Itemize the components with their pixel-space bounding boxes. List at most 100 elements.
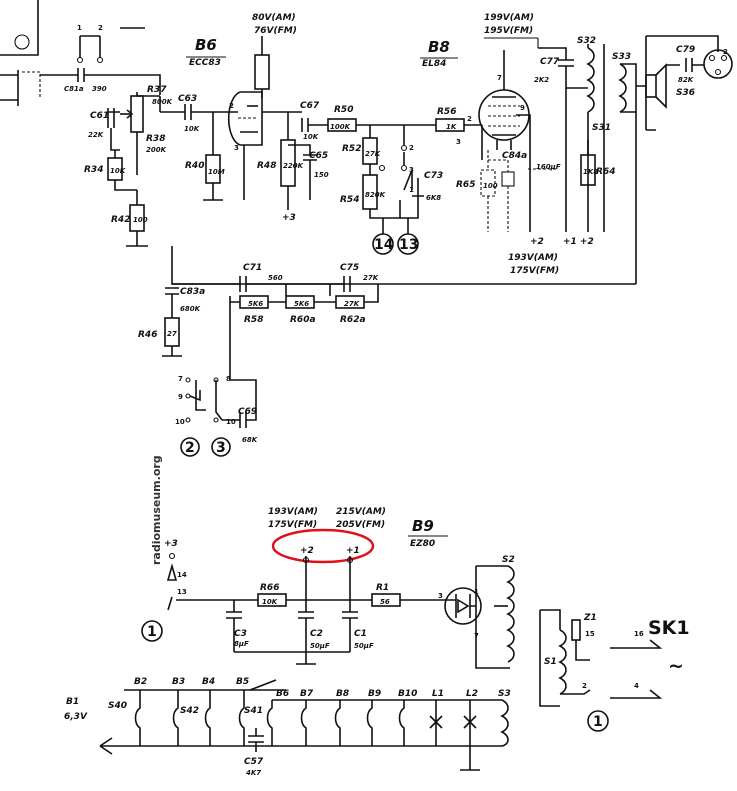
c61-label: C61: [90, 111, 109, 121]
c77-s32: C77 2K2 S32 S31: [534, 36, 611, 232]
r65-label: R65: [456, 180, 475, 190]
pin-10: 10: [175, 418, 185, 426]
r48-label: R48: [257, 161, 276, 171]
r65-value: 100: [483, 182, 498, 190]
r42-value: 100: [133, 216, 148, 224]
r46-value: 27: [167, 330, 177, 338]
r34-value: 10K: [110, 167, 126, 175]
r50-label: R50: [334, 105, 353, 115]
r52-label: R52: [342, 144, 361, 154]
r1-label: R1: [376, 583, 389, 593]
c73-value: 6K8: [426, 194, 441, 202]
s41-label: S41: [244, 706, 263, 716]
c77-value: 2K2: [534, 76, 549, 84]
circled-13: 13: [399, 237, 418, 253]
power-supply: 193V(AM) 175V(FM) 215V(AM) 205V(FM) B9 E…: [141, 507, 515, 669]
node-plus3: +3: [282, 213, 296, 223]
b8-supply-v-am: 193V(AM): [508, 253, 558, 263]
r34-resistor: 10K R34: [84, 150, 137, 191]
circled-refs-top: 14 13: [372, 218, 419, 255]
r37-potentiometer: R37 800K R38 200K: [120, 85, 173, 175]
s42-label: S42: [180, 706, 199, 716]
c2-label: C2: [310, 629, 323, 639]
c63-value: 10K: [184, 125, 200, 133]
pin-3: 3: [438, 592, 443, 600]
pin-10: 10: [226, 418, 236, 426]
r56-label: R56: [437, 107, 456, 117]
c75-label: C75: [340, 263, 359, 273]
c81a-value: 390: [92, 85, 107, 93]
r40-resistor: 10M R40: [185, 112, 225, 201]
b6-v-am: 80V(AM): [252, 13, 296, 23]
b8-type: EL84: [422, 59, 446, 69]
pin-14: 14: [177, 571, 187, 579]
c81a-label: C81a: [64, 85, 84, 93]
r64-resistor: 1K8 R64: [580, 140, 615, 186]
filament-b9: B9: [368, 689, 381, 699]
r40-label: R40: [185, 161, 204, 171]
c61-capacitor: C61 22K: [88, 108, 120, 151]
pin-2: 2: [98, 24, 103, 32]
pin-16: 16: [634, 630, 644, 638]
circled-2: 2: [185, 440, 195, 456]
r64-value: 1K8: [583, 168, 598, 176]
filament-b6: B6: [276, 689, 289, 699]
c1-value: 50µF: [354, 642, 374, 650]
c84a-label: C84a: [502, 151, 527, 161]
circled-1-sk1: 1: [593, 714, 603, 730]
b9-ref: B9: [412, 517, 434, 535]
r37-label: R37: [147, 85, 167, 95]
sk1-label: SK1: [648, 617, 690, 639]
pin-2: 2: [582, 682, 587, 690]
c69-label: C69: [238, 407, 257, 417]
r52-value: 27K: [365, 150, 381, 158]
pin-7: 7: [178, 375, 183, 383]
b9-supply-v-am-1: 215V(AM): [336, 507, 386, 517]
filament-chain: B1 6,3V S40 S42 S41 B2 B3 B4 B5 B6 B7 B8…: [64, 677, 511, 777]
b9-supply-v-am-2: 193V(AM): [268, 507, 318, 517]
pin-2: 2: [467, 115, 472, 123]
switch-lower-left: 7 8 9 10 10 C69 68K 2 3: [175, 375, 258, 457]
c67-label: C67: [300, 101, 320, 111]
r48-value: 220K: [283, 162, 304, 170]
c83a-label: C83a: [180, 287, 205, 297]
r42-label: R42: [111, 215, 130, 225]
r62a-value: 27K: [344, 300, 360, 308]
node-plus1-label: +1: [346, 546, 360, 556]
b6-type: ECC83: [189, 58, 221, 68]
s40-label: S40: [108, 701, 127, 711]
b6-ref: B6: [195, 36, 217, 54]
r56-value: 1K: [446, 123, 457, 131]
r60a-label: R60a: [290, 315, 316, 325]
c63-capacitor: C63 10K 2: [160, 94, 238, 133]
b8-supply-v-fm: 175V(FM): [510, 266, 559, 276]
mains-section: S1 Z1 15 2 16 4 SK1 ~ 1: [539, 609, 690, 732]
mains-symbol: ~: [668, 655, 684, 677]
c67-r50: C67 10K 100K R50: [300, 101, 436, 141]
pin-13: 13: [177, 588, 187, 596]
b1-label: B1: [66, 697, 79, 707]
pin-2: 2: [229, 102, 234, 110]
c65-value: 150: [314, 171, 329, 179]
r54-value: 820K: [365, 191, 386, 199]
r62a-label: R62a: [340, 315, 366, 325]
highlight-supply-nodes: [271, 528, 375, 564]
c63-label: C63: [178, 94, 197, 104]
r48-c65: 220K R48 +3 C65 150: [257, 112, 329, 223]
b9-supply-v-fm-1: 205V(FM): [336, 520, 385, 530]
c71-label: C71: [243, 263, 262, 273]
filament-b8: B8: [336, 689, 349, 699]
b8-v-fm: 195V(FM): [484, 26, 533, 36]
s1-label: S1: [544, 657, 557, 667]
c83a-value: 680K: [180, 305, 201, 313]
filament-l1: L1: [432, 689, 444, 699]
r40-value: 10M: [208, 168, 225, 176]
c65-label: C65: [309, 151, 328, 161]
input-stage: C81a 390 1 2: [0, 0, 161, 106]
r46-label: R46: [138, 330, 157, 340]
filament-b3: B3: [172, 677, 185, 687]
r54-label: R54: [340, 195, 359, 205]
pin-15: 15: [585, 630, 595, 638]
b8-supply: +2 +1 +2 193V(AM) 175V(FM): [508, 237, 594, 276]
